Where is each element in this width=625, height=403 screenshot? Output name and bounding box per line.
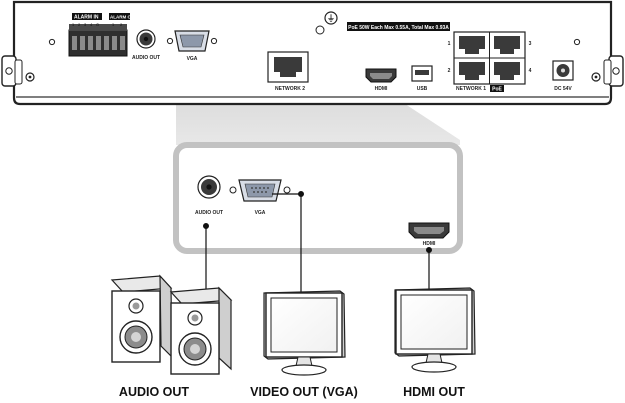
vga-label: VGA xyxy=(187,56,198,62)
alarm-in-pin: 3 xyxy=(84,22,87,27)
zoom-vga-port xyxy=(229,179,291,202)
zoom-audio-port xyxy=(197,175,221,199)
vent-right xyxy=(603,59,612,85)
vga-monitor xyxy=(263,290,346,376)
alarm-out-label: ALARM OUT xyxy=(110,15,137,20)
poe-badge xyxy=(490,85,504,92)
mount-hole xyxy=(315,25,325,35)
network1-poe-ports xyxy=(453,31,526,85)
poe-badge-text: PoE xyxy=(492,87,502,93)
ground-screw-icon xyxy=(324,11,338,25)
speakers xyxy=(110,274,233,375)
screw-icon xyxy=(612,67,620,75)
alarm-in-pin: G xyxy=(96,22,99,27)
mount-hole xyxy=(573,38,581,46)
zoom-audio-out-label: AUDIO OUT xyxy=(195,210,223,216)
alarm-terminal-block: ALARM IN ALARM OUT 1 2 3 4 G 1 2 xyxy=(68,13,137,57)
usb-port xyxy=(411,65,433,82)
speakers-label: AUDIO OUT xyxy=(119,385,190,399)
speaker-right xyxy=(169,286,233,375)
network2-port xyxy=(267,51,309,83)
mount-hole xyxy=(48,38,56,46)
alarm-in-pin: 1 xyxy=(72,22,75,27)
hdmi-port xyxy=(365,68,397,83)
poe-notice-text: PoE 50W Each Max 0.55A, Total Max 0.93A xyxy=(348,25,449,31)
port-number: 1 xyxy=(448,41,451,47)
audio-out-port xyxy=(136,29,156,49)
dc-power-port xyxy=(552,60,574,81)
vga-monitor-label: VIDEO OUT (VGA) xyxy=(250,385,358,399)
alarm-in-label: ALARM IN xyxy=(74,15,99,21)
alarm-out-pin: 1 xyxy=(112,22,115,27)
zoom-panel: AUDIO OUT VGA HDMI xyxy=(173,142,463,254)
poe-notice-box xyxy=(347,22,450,31)
zoom-vga-label: VGA xyxy=(255,210,266,216)
port-number: 3 xyxy=(529,41,532,47)
usb-label: USB xyxy=(417,86,428,92)
hdmi-label: HDMI xyxy=(375,86,388,92)
zoom-hdmi-port xyxy=(408,222,450,239)
network2-label: NETWORK 2 xyxy=(275,86,305,92)
network1-label: NETWORK 1 xyxy=(456,86,486,92)
alarm-in-pin: 4 xyxy=(90,22,93,27)
port-number: 4 xyxy=(529,68,532,74)
vent-left xyxy=(14,59,23,85)
hdmi-monitor xyxy=(394,287,476,373)
cable-endpoint xyxy=(203,223,210,230)
audio-out-label: AUDIO OUT xyxy=(132,55,160,61)
dc-label: DC 54V xyxy=(554,86,572,92)
cable-endpoint xyxy=(426,247,433,254)
speaker-left xyxy=(110,274,173,363)
cables xyxy=(203,191,433,298)
alarm-out-pin: 2 xyxy=(120,22,123,27)
hdmi-monitor-label: HDMI OUT xyxy=(403,385,465,399)
alarm-in-pin: 2 xyxy=(78,22,81,27)
screw-icon xyxy=(5,67,13,75)
zoom-hdmi-label: HDMI xyxy=(423,241,436,247)
ground-symbol-icon: ⏚ xyxy=(327,14,335,23)
vga-port xyxy=(166,30,218,52)
cable-endpoint xyxy=(298,191,305,198)
nvr-rear-panel: ALARM IN ALARM OUT 1 2 3 4 G 1 2 AUDIO O… xyxy=(1,0,624,106)
port-number: 2 xyxy=(448,68,451,74)
